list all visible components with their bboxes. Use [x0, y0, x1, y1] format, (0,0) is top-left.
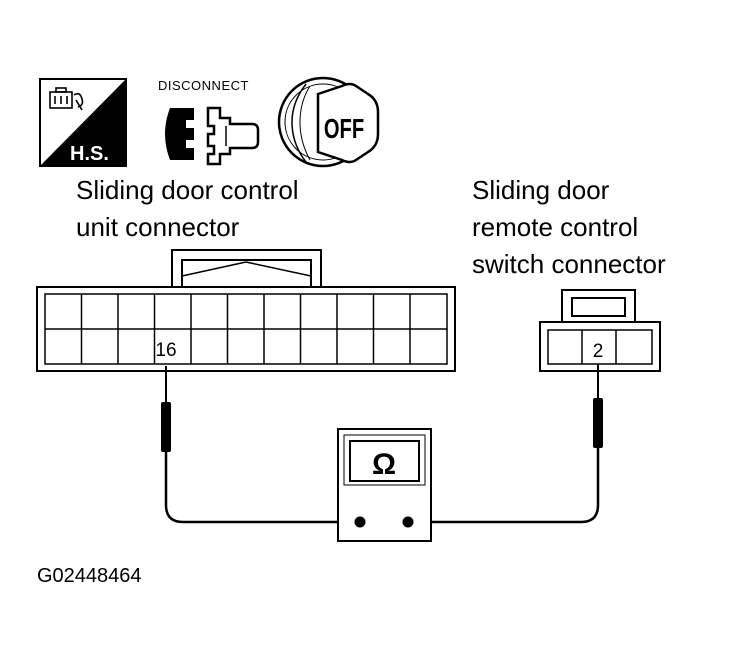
ignition-off-icon: OFF [277, 76, 380, 168]
figure-code: G02448464 [37, 565, 142, 587]
ohmmeter: Ω [337, 428, 432, 542]
right-connector-title-line3: switch connector [472, 249, 666, 279]
left-probe [161, 366, 360, 524]
right-connector-title-line1: Sliding door [472, 175, 610, 205]
meter-terminal-right [402, 516, 414, 528]
disconnect-label: DISCONNECT [158, 78, 249, 93]
disconnect-icon: DISCONNECT [158, 78, 260, 166]
terminal-16-label: 16 [155, 340, 176, 361]
left-connector-title-line2: unit connector [76, 212, 240, 242]
ohm-symbol: Ω [372, 448, 396, 481]
terminal-2-label: 2 [593, 341, 604, 362]
right-connector-title-line2: remote control [472, 212, 639, 242]
sliding-door-remote-control-switch-connector: 2 [539, 289, 661, 372]
harness-side-label: H.S. [70, 143, 109, 165]
left-connector-title-line1: Sliding door control [76, 175, 299, 205]
sliding-door-control-unit-connector: 16 [36, 249, 456, 372]
ignition-off-label: OFF [324, 114, 364, 145]
meter-terminal-left [354, 516, 366, 528]
right-probe [408, 364, 603, 524]
harness-side-icon: H.S. [39, 78, 127, 167]
